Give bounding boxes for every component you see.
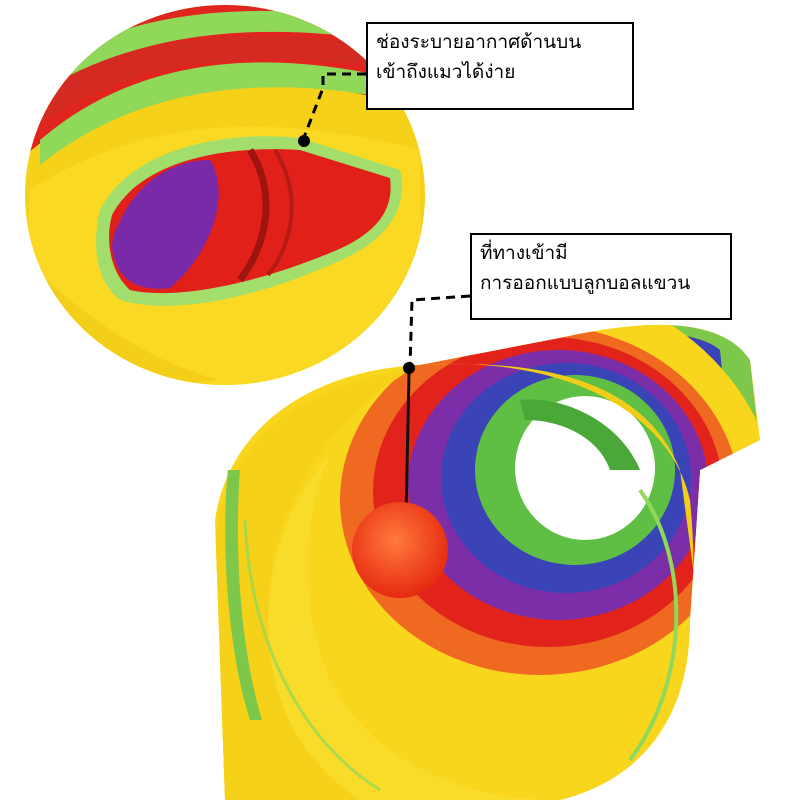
pompom-string	[404, 371, 411, 521]
vent-callout: ช่องระบายอากาศด้านบน เข้าถึงแมวได้ง่าย	[366, 22, 634, 110]
vent-callout-line2: เข้าถึงแมวได้ง่าย	[376, 61, 516, 83]
entrance-callout-line1: ที่ทางเข้ามี	[480, 242, 568, 264]
entrance-callout-line2: การออกแบบลูกบอลแขวน	[480, 272, 691, 294]
vent-callout-line1: ช่องระบายอากาศด้านบน	[376, 31, 582, 53]
pompom-ball	[352, 502, 448, 598]
leader-line-mid	[403, 294, 471, 374]
leader-line-top	[298, 72, 366, 147]
entrance-callout: ที่ทางเข้ามี การออกแบบลูกบอลแขวน	[470, 233, 732, 320]
